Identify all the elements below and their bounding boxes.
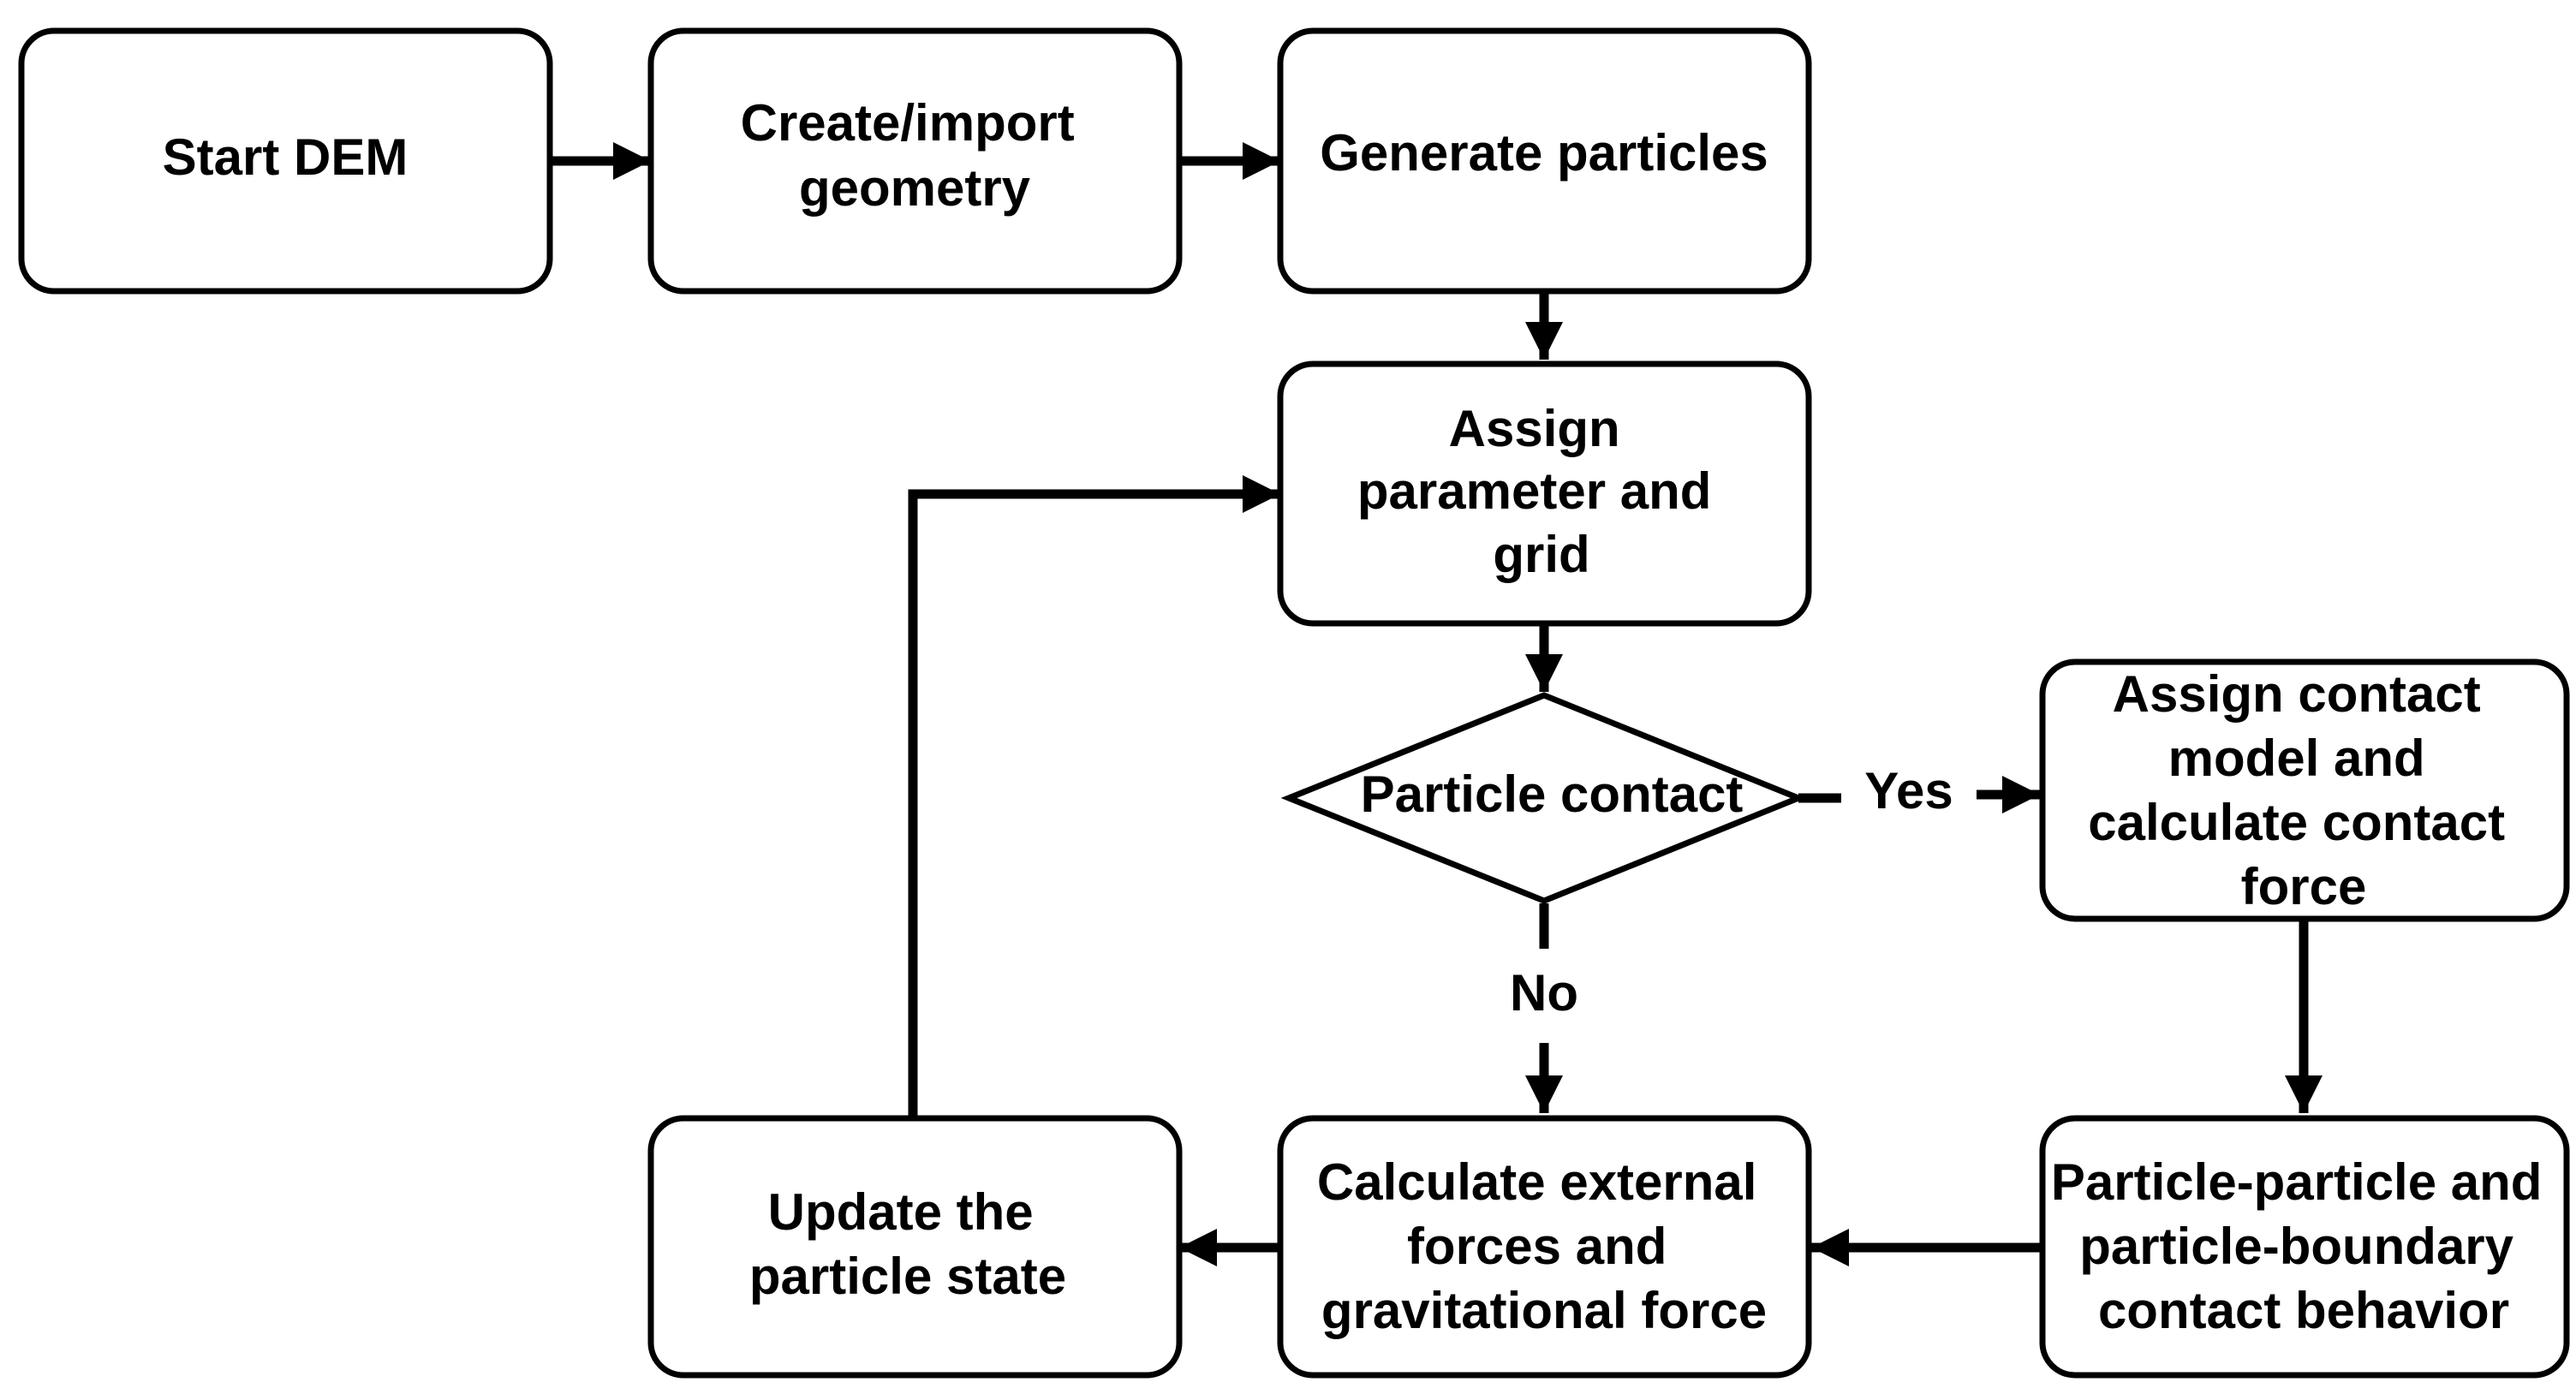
node-assign-line-3: grid: [1493, 526, 1589, 583]
node-contact-model-line-2: model and: [2168, 730, 2425, 787]
node-start: Start DEM: [18, 27, 553, 295]
edges: [550, 142, 2323, 1266]
node-geometry-line-2: geometry: [799, 159, 1031, 217]
node-particle-contact-decision: Particle contact: [1280, 692, 1807, 904]
edge-label-no: No: [1510, 964, 1578, 1022]
edge-update-loop-to-assign: [908, 475, 1280, 1117]
node-contact-behavior: Particle-particle and particle-boundary …: [2039, 1115, 2570, 1379]
node-assign-line-1: Assign: [1449, 400, 1620, 457]
svg-text:Calculate external force: Calculate external forces and gravitatio…: [1317, 1153, 1771, 1339]
svg-text:Create/import geometry: Create/import geometry: [741, 94, 1089, 217]
node-particles-line-1: Generate particles: [1320, 124, 1768, 182]
node-behavior-line-3: contact behavior: [2098, 1282, 2509, 1339]
node-update-state: Update the particle state: [647, 1115, 1183, 1379]
node-update-line-2: particle state: [749, 1248, 1066, 1305]
node-contact-model-line-4: force: [2241, 858, 2367, 915]
svg-text:Particle-particle and pa: Particle-particle and particle-boundary …: [2051, 1153, 2556, 1339]
svg-text:Start DEM: Start DEM: [163, 128, 408, 186]
node-contact-model: Assign contact model and calculate conta…: [2039, 658, 2570, 922]
edge-label-yes: Yes: [1864, 762, 1953, 819]
node-decision-line-1: Particle contact: [1361, 766, 1744, 823]
svg-text:Assign parameter and: Assign parameter and grid: [1357, 400, 1726, 583]
node-external-line-2: forces and: [1407, 1218, 1667, 1275]
svg-text:Generate particles: Generate particles: [1320, 124, 1768, 182]
node-external-line-1: Calculate external: [1317, 1153, 1757, 1211]
node-geometry-line-1: Create/import: [741, 94, 1075, 152]
node-contact-model-line-1: Assign contact: [2113, 665, 2481, 723]
node-assign-line-2: parameter and: [1357, 462, 1712, 520]
node-assign-parameter: Assign parameter and grid: [1277, 360, 1812, 627]
node-contact-model-line-3: calculate contact: [2088, 794, 2505, 851]
svg-text:Particle contact: Particle contact: [1361, 766, 1744, 823]
node-particles: Generate particles: [1277, 27, 1812, 295]
node-behavior-line-1: Particle-particle and: [2051, 1153, 2543, 1211]
node-update-line-1: Update the: [768, 1183, 1034, 1241]
svg-text:Assign contact model and: Assign contact model and calculate conta…: [2088, 665, 2519, 915]
svg-text:Update the particle stat: Update the particle state: [749, 1183, 1066, 1305]
node-behavior-line-2: particle-boundary: [2079, 1218, 2513, 1275]
node-start-line-1: Start DEM: [163, 128, 408, 186]
node-external-line-3: gravitational force: [1321, 1282, 1767, 1339]
node-geometry: Create/import geometry: [647, 27, 1183, 295]
node-external-forces: Calculate external forces and gravitatio…: [1277, 1115, 1812, 1379]
